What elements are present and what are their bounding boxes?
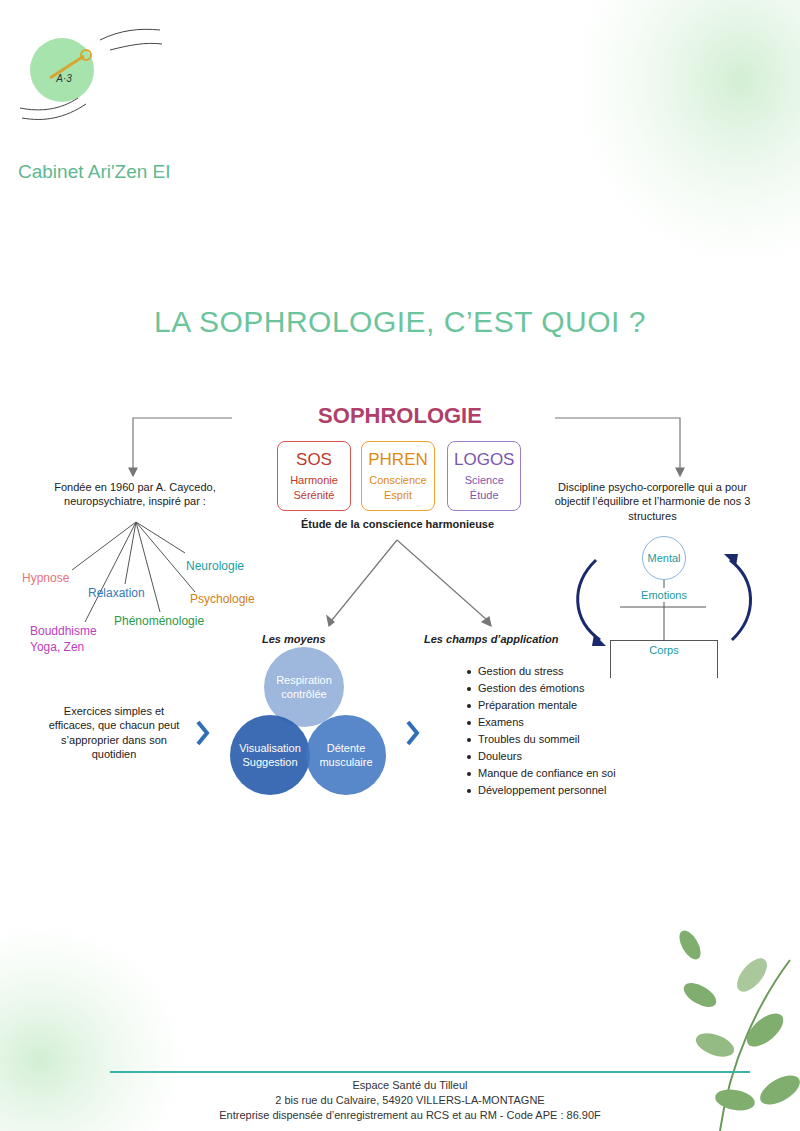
bullet-dot bbox=[467, 704, 471, 708]
bullet-item: Troubles du sommeil bbox=[478, 732, 678, 746]
venn-circle: Visualisation Suggestion bbox=[230, 715, 310, 795]
bullet-item: Examens bbox=[478, 715, 678, 729]
bullet-item: Développement personnel bbox=[478, 783, 678, 797]
footer-text: Espace Santé du Tilleul bbox=[60, 1078, 760, 1092]
node-title: Visualisation Suggestion bbox=[236, 741, 304, 770]
bullet-item: Manque de confiance en soi bbox=[478, 766, 678, 780]
node-title: Corps bbox=[649, 644, 678, 656]
bullet-item: Gestion du stress bbox=[478, 664, 678, 678]
origin-text: Fondée en 1960 par A. Caycedo, neuropsyc… bbox=[40, 480, 230, 509]
node-title: LOGOS bbox=[454, 450, 514, 470]
edge-label: Emotions bbox=[639, 588, 689, 602]
structure-box: Corps bbox=[610, 640, 718, 678]
node-body: Science Étude bbox=[454, 473, 514, 503]
logo bbox=[20, 29, 162, 119]
section-heading: Les champs d’application bbox=[424, 632, 604, 646]
bullet-item: Préparation mentale bbox=[478, 698, 678, 712]
influence-name: Bouddhisme Yoga, Zen bbox=[30, 624, 120, 655]
structure-circle: Mental bbox=[642, 536, 686, 580]
influence-name: Relaxation bbox=[88, 586, 168, 602]
subheading: Étude de la conscience harmonieuse bbox=[260, 517, 535, 531]
etymology-box: SOS Harmonie Sérénité bbox=[277, 441, 351, 511]
diagram-heading: SOPHROLOGIE bbox=[300, 402, 500, 431]
etymology-box: PHREN Conscience Esprit bbox=[361, 441, 435, 511]
influence-name: Phénoménologie bbox=[114, 614, 224, 630]
leaf-branch bbox=[675, 927, 800, 1131]
bullet-item: Douleurs bbox=[478, 749, 678, 763]
watercolor-blob bbox=[0, 920, 190, 1131]
node-body: Harmonie Sérénité bbox=[284, 473, 344, 503]
bullet-dot bbox=[467, 670, 471, 674]
footer-text: Entreprise dispensée d’enregistrement au… bbox=[60, 1108, 760, 1122]
bullet-dot bbox=[467, 721, 471, 725]
footer-text: 2 bis rue du Calvaire, 54920 VILLERS-LA-… bbox=[60, 1093, 760, 1107]
venn-circle: Détente musculaire bbox=[306, 715, 386, 795]
bullet-dot bbox=[467, 789, 471, 793]
brand-name: Cabinet Ari'Zen EI bbox=[18, 160, 218, 185]
node-title: PHREN bbox=[368, 450, 428, 470]
node-title: Respiration contrôlée bbox=[270, 673, 338, 702]
bracket-arrows bbox=[129, 418, 684, 626]
bullet-dot bbox=[467, 755, 471, 759]
chevron bbox=[408, 722, 417, 744]
influence-name: Neurologie bbox=[186, 559, 276, 575]
fan-lines bbox=[72, 522, 195, 622]
node-body: Conscience Esprit bbox=[368, 473, 428, 503]
bullet-dot bbox=[467, 687, 471, 691]
bullet-dot bbox=[467, 772, 471, 776]
bullet-item: Gestion des émotions bbox=[478, 681, 678, 695]
watercolor-blob bbox=[570, 0, 800, 270]
logo-text: A·3 bbox=[44, 72, 84, 85]
node-title: Détente musculaire bbox=[312, 741, 380, 770]
definition-text: Discipline psycho-corporelle qui a pour … bbox=[545, 480, 760, 523]
etymology-box: LOGOS Science Étude bbox=[447, 441, 521, 511]
section-heading: Les moyens bbox=[262, 632, 352, 646]
means-text: Exercices simples et efficaces, que chac… bbox=[44, 704, 184, 761]
influence-name: Psychologie bbox=[190, 592, 280, 608]
node-title: SOS bbox=[296, 450, 332, 470]
bullet-dot bbox=[467, 738, 471, 742]
footer-rule bbox=[110, 1071, 750, 1073]
chevron bbox=[198, 722, 207, 744]
page-title: LA SOPHROLOGIE, C’EST QUOI ? bbox=[0, 302, 800, 341]
influence-name: Hypnose bbox=[22, 571, 92, 587]
node-title: Mental bbox=[647, 552, 680, 564]
